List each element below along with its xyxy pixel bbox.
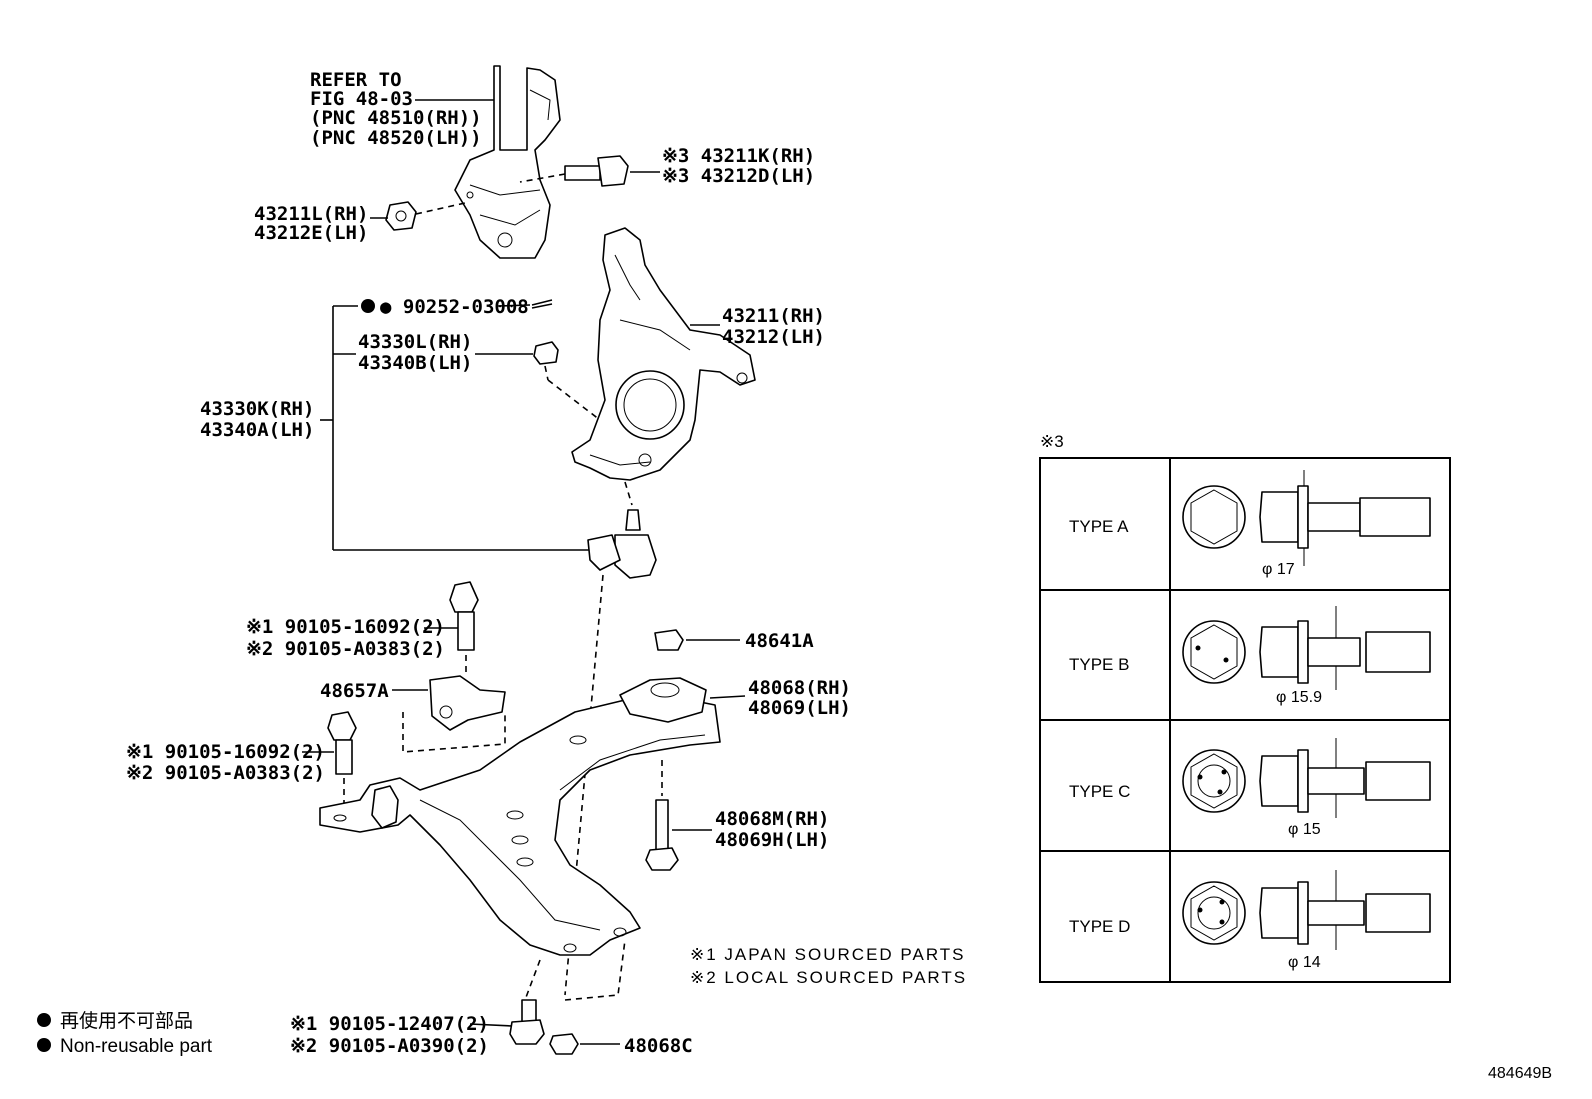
label-43340b: 43340B(LH) (358, 352, 472, 374)
refer-label: REFER TO FIG 48-03 (PNC 48510(RH)) (PNC … (310, 69, 494, 149)
label-bolt-a1: ※1 90105-16092(2) (246, 616, 445, 638)
label-bolt-a2: ※2 90105-A0383(2) (246, 638, 445, 660)
legend-en: Non-reusable part (60, 1036, 213, 1057)
label-43211k: ※3 43211K(RH) (662, 145, 815, 167)
label-43330l: 43330L(RH) (358, 331, 472, 353)
table-mark: ※3 (1040, 432, 1064, 451)
label-bolt-b1: ※1 90105-16092(2) (126, 741, 325, 763)
bolt-48068m (645, 760, 712, 871)
svg-text:(PNC 48510(RH)): (PNC 48510(RH)) (310, 107, 482, 129)
legend-ja: 再使用不可部品 (60, 1010, 193, 1032)
note-local-sourced: ※2 LOCAL SOURCED PARTS (690, 968, 967, 987)
table-row: TYPE A φ 17 (1069, 470, 1431, 578)
label-48068c: 48068C (624, 1035, 693, 1057)
non-reusable-dot-icon (361, 299, 375, 313)
label-43212d: ※3 43212D(LH) (662, 165, 815, 187)
dia-label: φ 15 (1288, 821, 1321, 838)
type-label: TYPE C (1069, 782, 1130, 801)
castle-nut (475, 341, 601, 421)
label-43211l: 43211L(RH) (254, 203, 368, 225)
steering-knuckle (571, 227, 756, 506)
label-48657a: 48657A (320, 680, 389, 702)
label-bolt-b2: ※2 90105-A0383(2) (126, 762, 325, 784)
table-row: TYPE B φ 15.9 (1069, 606, 1431, 706)
legend-dot-icon (37, 1038, 51, 1052)
svg-text:REFER TO: REFER TO (310, 69, 402, 91)
strut-bolt (519, 155, 660, 187)
label-43340a: 43340A(LH) (200, 419, 314, 441)
label-bolt-d2: ※2 90105-A0390(2) (290, 1035, 489, 1057)
dia-label: φ 15.9 (1276, 689, 1322, 706)
label-48068m: 48068M(RH) (715, 808, 829, 830)
label-43211: 43211(RH) (722, 305, 825, 327)
label-48069: 48069(LH) (748, 697, 851, 719)
label-43212e: 43212E(LH) (254, 222, 368, 244)
diagram-id: 484649B (1488, 1065, 1552, 1082)
table-row: TYPE C φ 15 (1069, 738, 1431, 838)
label-48641a: 48641A (745, 630, 814, 652)
strut-assembly (454, 65, 561, 259)
legend-dot-icon (37, 1013, 51, 1027)
type-label: TYPE D (1069, 917, 1130, 936)
dia-label: φ 17 (1262, 561, 1295, 578)
type-label: TYPE A (1069, 517, 1129, 536)
bolt-bottom (469, 999, 545, 1045)
label-48068: 48068(RH) (748, 677, 851, 699)
ball-joint (564, 509, 657, 996)
svg-text:FIG 48-03: FIG 48-03 (310, 88, 413, 110)
legend: 再使用不可部品 Non-reusable part (37, 1010, 213, 1057)
ball-joint-bracket-line (320, 305, 595, 551)
type-label: TYPE B (1069, 655, 1129, 674)
label-bolt-d1: ※1 90105-12407(2) (290, 1013, 489, 1035)
type-table (1039, 457, 1451, 983)
nut-48068c (549, 1033, 620, 1055)
svg-text:(PNC 48520(LH)): (PNC 48520(LH)) (310, 127, 482, 149)
lower-control-arm (319, 677, 721, 1001)
note-japan-sourced: ※1 JAPAN SOURCED PARTS (690, 945, 966, 964)
strut-nut (370, 201, 466, 231)
label-43212: 43212(LH) (722, 326, 825, 348)
label-43330k: 43330K(RH) (200, 398, 314, 420)
cotter-pin-icon (531, 299, 553, 309)
nut-48641a (654, 629, 740, 651)
label-48069h: 48069H(LH) (715, 829, 829, 851)
table-row: TYPE D φ 14 (1069, 870, 1431, 971)
label-90252: ● 90252-03008 (380, 296, 529, 318)
bracket-48657a (392, 675, 506, 753)
dia-label: φ 14 (1288, 954, 1321, 971)
bolt-lower (302, 711, 357, 810)
bolt-upper (424, 581, 479, 675)
